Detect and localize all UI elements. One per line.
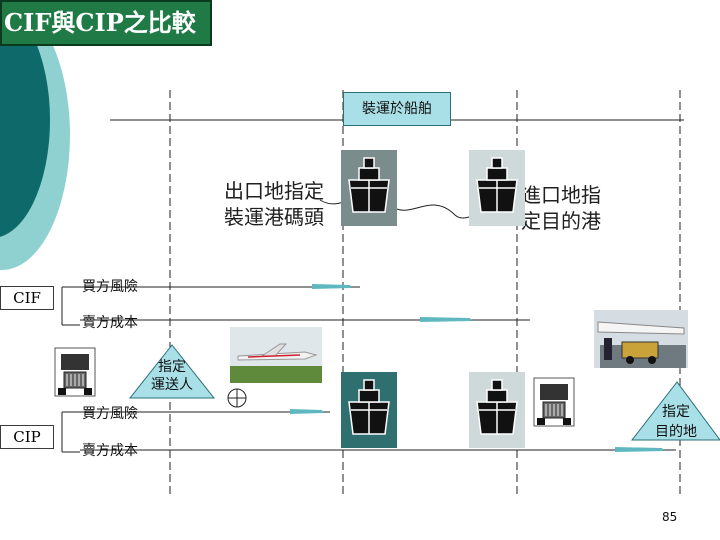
- cif-row-cost: 賣方成本: [82, 315, 138, 331]
- cif-cost-arrow: [420, 317, 472, 322]
- import-label-line2: 定目的港: [521, 209, 601, 233]
- decor-arc-dark: [0, 3, 50, 237]
- cross-circle-icon: [227, 388, 247, 408]
- destination-label: 指定 目的地: [634, 402, 718, 442]
- export-port-label: 出口地指定 裝運港碼頭: [212, 178, 336, 230]
- import-port-label: 進口地指 定目的港: [521, 182, 621, 234]
- cif-bracket: [61, 286, 80, 326]
- destination-triangle: [630, 381, 720, 441]
- cip-row-risk: 買方風險: [82, 406, 138, 422]
- cip-cost-arrow: [615, 447, 664, 452]
- destination-label-line2: 目的地: [655, 424, 697, 440]
- import-label-line1: 進口地指: [521, 183, 601, 207]
- export-label-line2: 裝運港碼頭: [224, 205, 324, 229]
- ship-loading-label: 裝運於船舶: [343, 92, 451, 126]
- destination-label-line1: 指定: [662, 404, 690, 420]
- page-title: CIF與CIP之比較: [0, 0, 212, 46]
- carrier-label-line2: 運送人: [151, 377, 193, 393]
- cip-row-cost: 賣方成本: [82, 443, 138, 459]
- cip-bracket: [61, 411, 80, 453]
- carrier-triangle: [128, 344, 216, 399]
- cip-label: CIP: [0, 425, 54, 449]
- cif-label: CIF: [0, 286, 54, 310]
- carrier-label: 指定 運送人: [132, 358, 212, 394]
- cip-risk-arrow: [290, 409, 324, 414]
- export-label-line1: 出口地指定: [224, 179, 324, 203]
- cif-row-risk: 買方風險: [82, 279, 138, 295]
- cif-risk-arrow: [312, 284, 352, 289]
- page-number: 85: [662, 510, 678, 524]
- carrier-label-line1: 指定: [158, 359, 186, 375]
- water-line: [319, 195, 521, 219]
